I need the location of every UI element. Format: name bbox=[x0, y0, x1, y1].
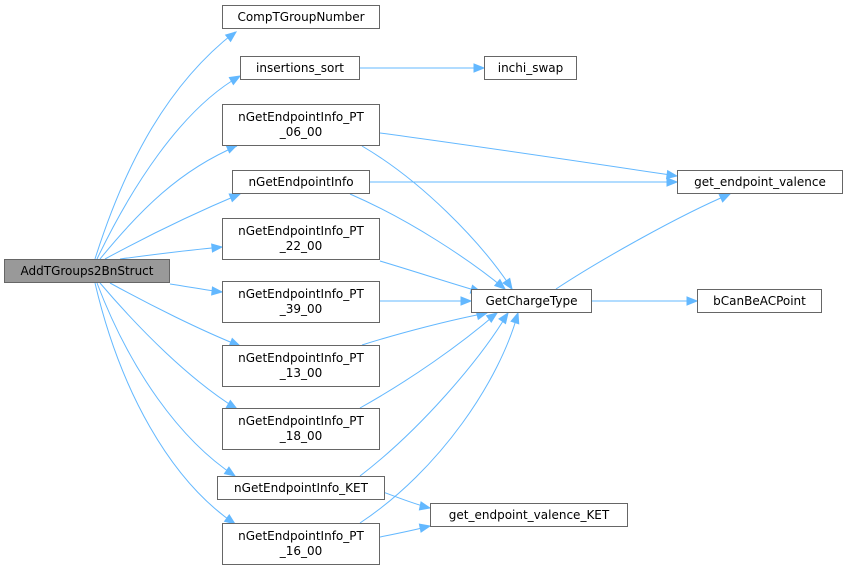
edge-ket-gct-arrowhead bbox=[498, 311, 509, 325]
edge-root-ins bbox=[96, 75, 241, 260]
node-comptgroupnumber[interactable]: CompTGroupNumber bbox=[222, 5, 380, 29]
edge-root-pt13 bbox=[109, 282, 241, 347]
node-ngetendpointinfo-pt-39-00[interactable]: nGetEndpointInfo_PT _39_00 bbox=[222, 281, 380, 323]
edge-gct-gev bbox=[555, 193, 731, 290]
edge-ins-swap-arrowhead bbox=[473, 63, 486, 73]
edge-ket-gct bbox=[359, 312, 509, 477]
edge-ngei-gev-arrowhead bbox=[666, 177, 679, 187]
edge-root-pt16-arrowhead bbox=[223, 513, 237, 525]
edge-root-pt16 bbox=[94, 282, 236, 525]
node-addtgroups2bnstruct: AddTGroups2BnStruct bbox=[4, 259, 170, 283]
edge-root-pt39-arrowhead bbox=[211, 286, 224, 296]
edge-pt06-gev bbox=[379, 132, 678, 177]
edge-gct-bcan-arrowhead bbox=[686, 296, 699, 306]
node-inchi-swap[interactable]: inchi_swap bbox=[484, 56, 577, 80]
edge-root-pt22 bbox=[119, 246, 223, 260]
edge-ket-gevk-arrowhead bbox=[418, 501, 432, 511]
node-ngetendpointinfo-ket[interactable]: nGetEndpointInfo_KET bbox=[217, 476, 385, 500]
edge-gct-gev-arrowhead bbox=[718, 193, 732, 203]
edge-pt39-gct-arrowhead bbox=[460, 296, 473, 306]
edge-pt06-gct bbox=[361, 145, 513, 290]
node-ngetendpointinfo-pt-13-00[interactable]: nGetEndpointInfo_PT _13_00 bbox=[222, 345, 380, 387]
edge-pt16-gevk-arrowhead bbox=[418, 523, 432, 533]
edge-pt06-gct-arrowhead bbox=[502, 277, 513, 291]
edge-ngei-gct-arrowhead bbox=[493, 278, 507, 290]
edge-root-comp bbox=[94, 31, 236, 260]
edge-root-pt22-arrowhead bbox=[211, 243, 224, 253]
node-insertions-sort[interactable]: insertions_sort bbox=[240, 56, 360, 80]
edge-pt18-gct-arrowhead bbox=[485, 312, 499, 324]
edge-root-ngei-arrowhead bbox=[228, 193, 242, 203]
edge-root-pt18 bbox=[99, 282, 238, 410]
node-ngetendpointinfo-pt-06-00[interactable]: nGetEndpointInfo_PT _06_00 bbox=[222, 104, 380, 146]
node-ngetendpointinfo-pt-22-00[interactable]: nGetEndpointInfo_PT _22_00 bbox=[222, 218, 380, 260]
edge-root-ngei bbox=[104, 193, 241, 260]
node-get-endpoint-valence-ket[interactable]: get_endpoint_valence_KET bbox=[430, 503, 628, 527]
edge-pt16-gct bbox=[359, 312, 519, 524]
edge-pt13-gct bbox=[361, 312, 488, 346]
edge-root-ket bbox=[96, 282, 236, 477]
node-bcanbeacpoint[interactable]: bCanBeACPoint bbox=[697, 289, 822, 313]
node-getchargetype[interactable]: GetChargeType bbox=[471, 289, 592, 313]
edge-root-comp-arrowhead bbox=[224, 31, 238, 43]
edge-ngei-gct bbox=[349, 193, 506, 290]
edge-pt06-gev-arrowhead bbox=[665, 169, 679, 180]
node-ngetendpointinfo-pt-18-00[interactable]: nGetEndpointInfo_PT _18_00 bbox=[222, 408, 380, 450]
edge-root-ins-arrowhead bbox=[228, 75, 242, 86]
node-ngetendpointinfo[interactable]: nGetEndpointInfo bbox=[232, 170, 370, 194]
node-ngetendpointinfo-pt-16-00[interactable]: nGetEndpointInfo_PT _16_00 bbox=[222, 523, 380, 565]
edge-pt18-gct bbox=[359, 312, 498, 409]
edge-pt16-gct-arrowhead bbox=[510, 311, 520, 325]
edge-pt22-gct bbox=[379, 260, 482, 293]
edge-root-ket-arrowhead bbox=[223, 466, 237, 477]
node-get-endpoint-valence[interactable]: get_endpoint_valence bbox=[677, 170, 843, 194]
edge-root-pt06 bbox=[99, 145, 238, 260]
